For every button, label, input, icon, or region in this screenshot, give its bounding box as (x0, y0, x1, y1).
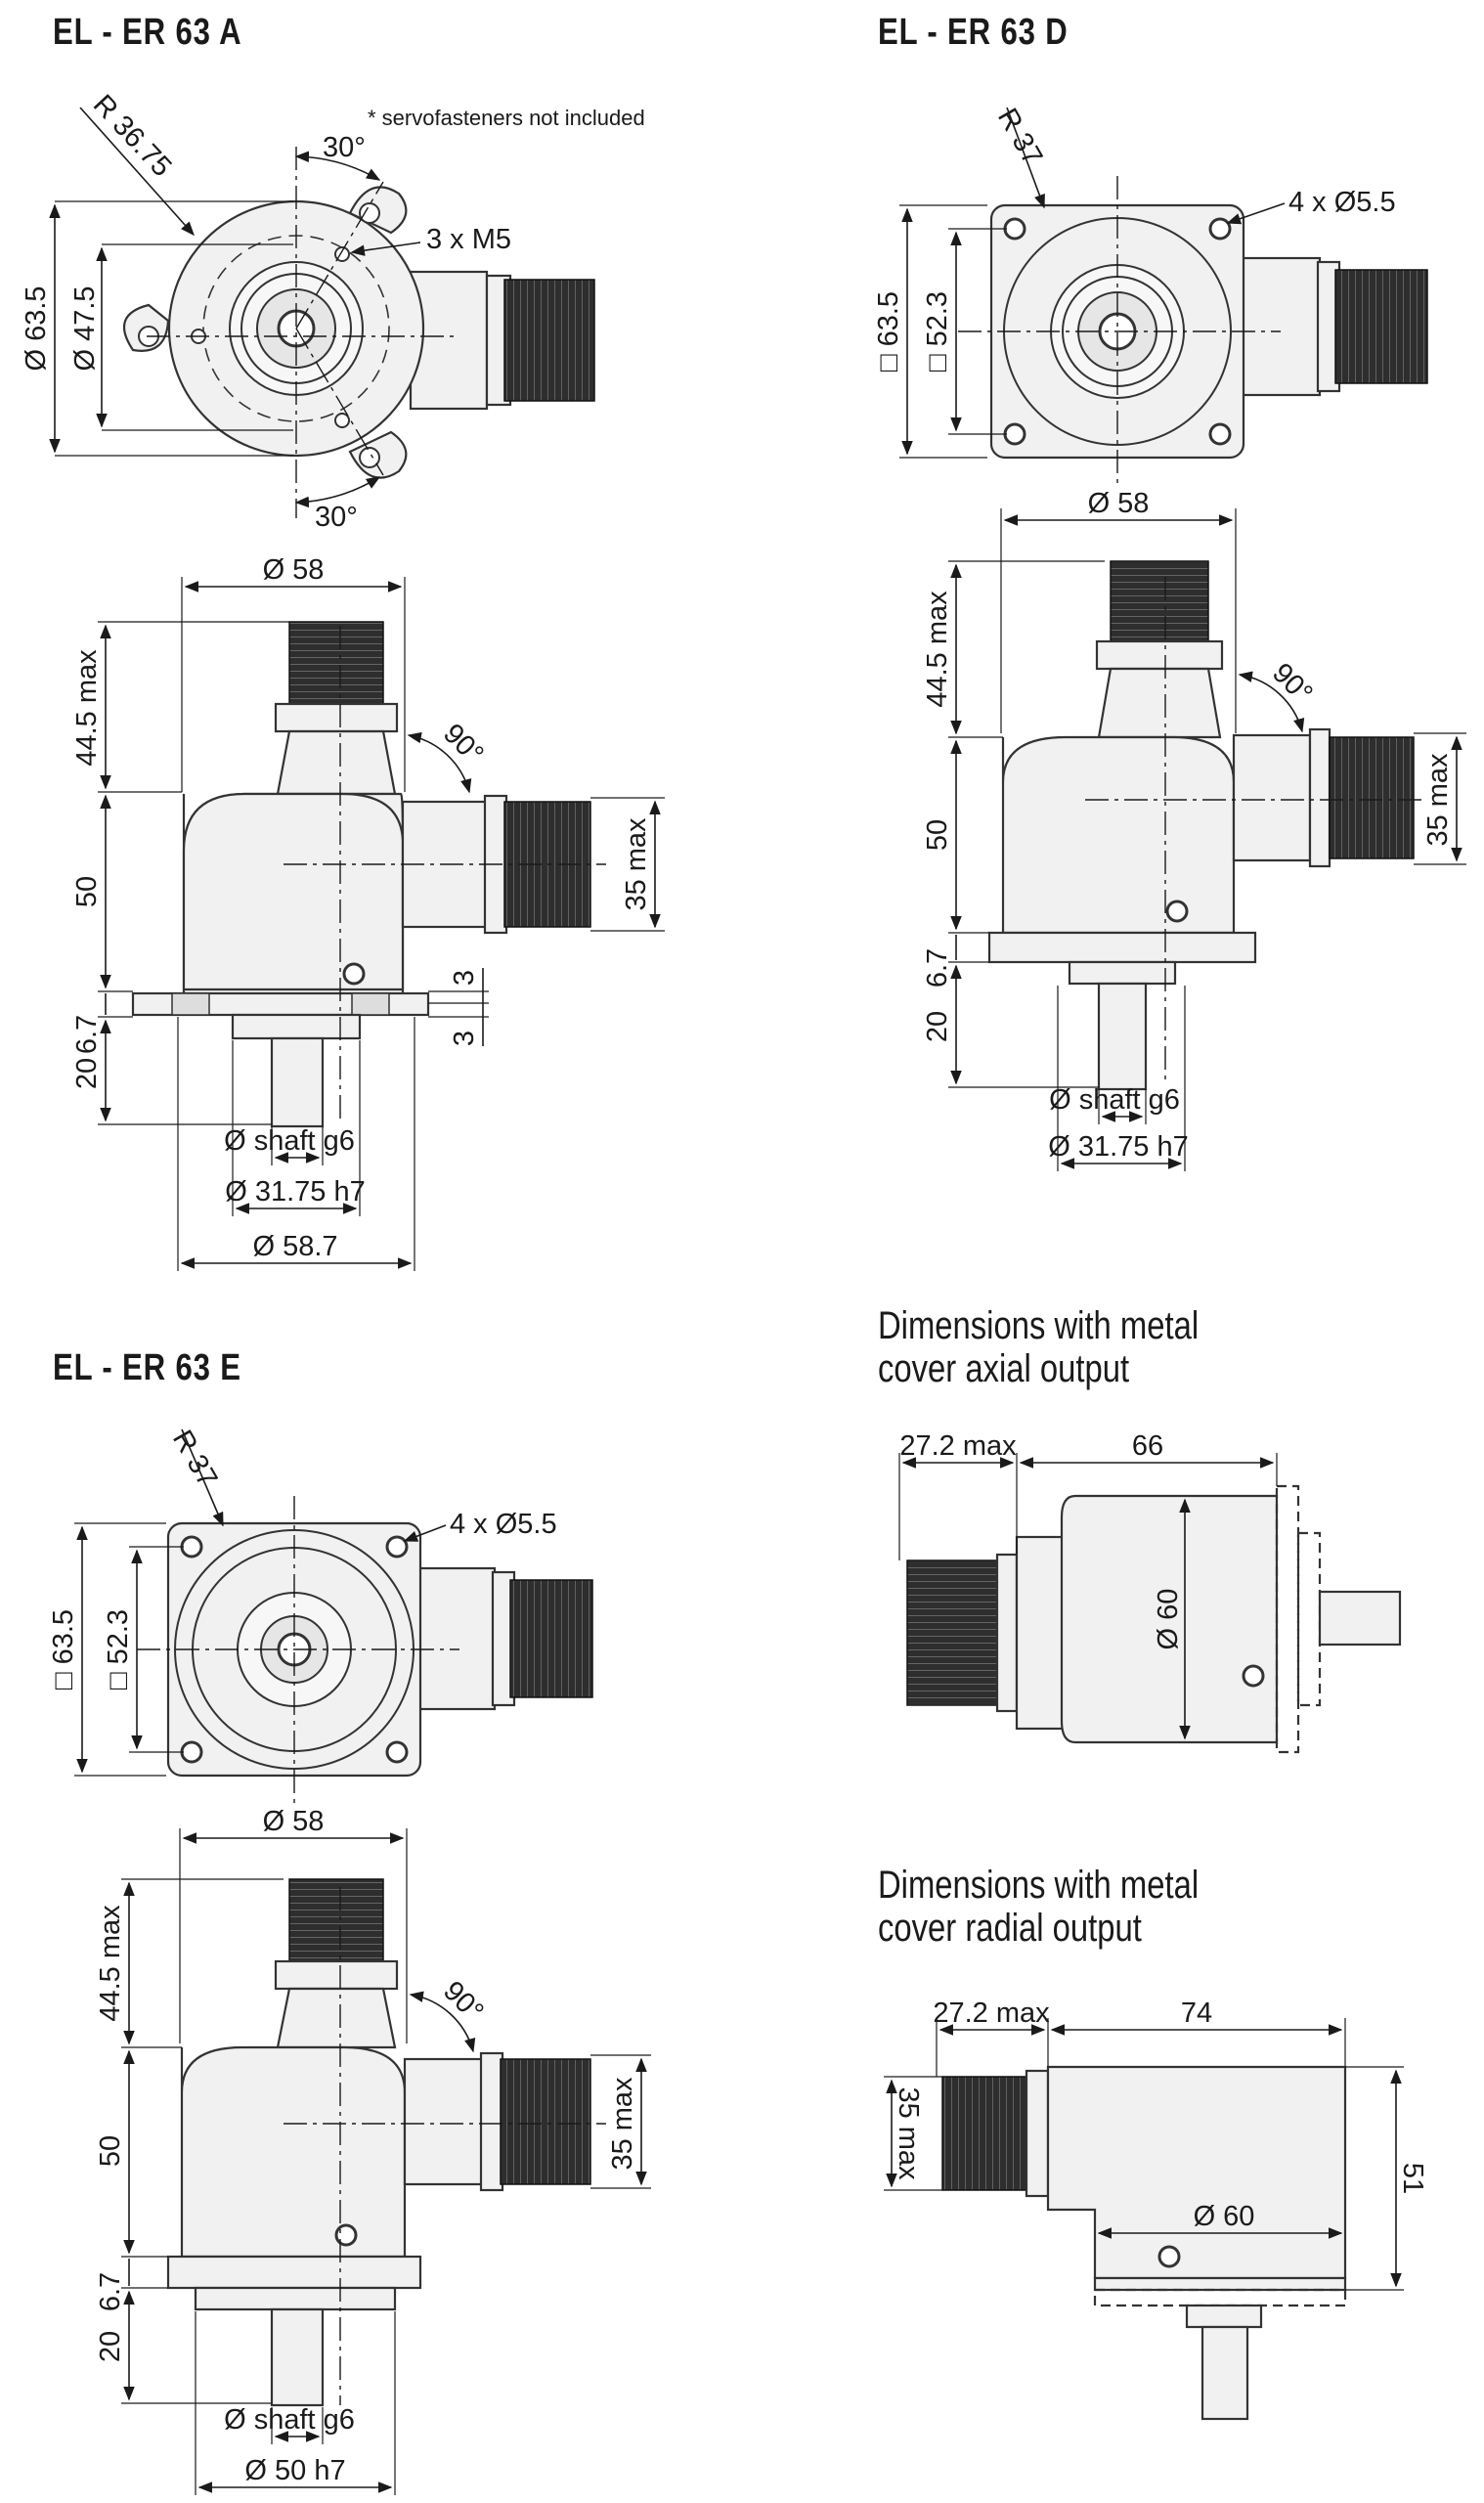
er63e-side-flange-h: 6.7 (95, 2272, 126, 2311)
er63a-dia-outer: Ø 63.5 (21, 285, 52, 371)
er63e-side-connector (500, 2058, 591, 2185)
er63d-side-height-body: 50 (922, 819, 953, 851)
er63e-radius: R 37 (166, 1426, 223, 1493)
heading-radial-line2: cover radial output (878, 1907, 1142, 1950)
er63d-side-body (1001, 735, 1236, 935)
er63e-top-connector (288, 1878, 384, 1970)
er63e-side-body (180, 2045, 407, 2259)
heading-er63e: EL - ER 63 E (53, 1347, 241, 1388)
er63a-top-connector (274, 621, 399, 796)
axial-body (1060, 1494, 1279, 1744)
axial-dia: Ø 60 (1153, 1589, 1184, 1650)
heading-er63a: EL - ER 63 A (53, 12, 242, 53)
er63d-square-inner: □ 52.3 (922, 291, 953, 372)
er63d-side-angle: 90° (1266, 657, 1319, 710)
er63a-side-view: Ø 58 44.5 max 50 6.7 20 90° 35 max 3 3 (71, 554, 665, 1271)
radial-connector-h: 35 max (893, 2086, 924, 2180)
er63e-side-connector-h: 35 max (607, 2077, 638, 2171)
heading-radial-line1: Dimensions with metal (878, 1864, 1200, 1907)
axial-cover (1275, 1484, 1300, 1754)
er63e-square-inner: □ 52.3 (103, 1609, 134, 1690)
er63d-side-height-connector: 44.5 max (922, 591, 953, 708)
er63a-side-connector-h: 35 max (621, 817, 652, 911)
er63d-side-shaft-dia: Ø shaft g6 (1049, 1084, 1180, 1116)
er63a-side-angle: 90° (437, 718, 490, 770)
er63e-square-outer: □ 63.5 (48, 1609, 79, 1690)
er63a-front-view: Ø 63.5 Ø 47.5 R 36.75 30° 30° 3 x M5 * s… (21, 89, 645, 533)
er63e-side-flange (166, 2255, 422, 2290)
er63d-square-outer: □ 63.5 (873, 291, 904, 372)
er63d-side-shaft-len: 20 (922, 1011, 953, 1042)
er63a-side-step-bottom: 3 (449, 1031, 480, 1046)
er63a-side-flange-dia: Ø 58.7 (252, 1231, 337, 1262)
er63e-side-shaft (270, 2307, 325, 2407)
radial-body (1046, 2065, 1347, 2280)
er63a-side-shaft-len: 20 (71, 1058, 103, 1089)
er63a-side-dia-body: Ø 58 (263, 554, 325, 586)
er63e-front-view: □ 63.5 □ 52.3 R 37 4 x Ø5.5 (48, 1426, 593, 1809)
er63d-holes: 4 x Ø5.5 (1288, 187, 1396, 218)
er63a-side-shaft-dia: Ø shaft g6 (224, 1125, 355, 1157)
er63a-dia-inner: Ø 47.5 (69, 285, 101, 371)
er63d-front-connector (1334, 269, 1428, 384)
er63d-side-view: Ø 58 44.5 max 50 6.7 20 90° 35 max Ø sha… (922, 488, 1466, 1171)
radial-connector-len: 27.2 max (933, 1998, 1050, 2029)
er63d-side-shaft (1097, 982, 1148, 1091)
er63e-side-angle: 90° (437, 1975, 490, 2028)
er63e-side-spigot: Ø 50 h7 (244, 2455, 345, 2486)
heading-axial: Dimensions with metal cover axial output (878, 1304, 1199, 1390)
er63a-side-height-connector: 44.5 max (71, 649, 103, 767)
er63d-radius: R 37 (991, 104, 1048, 171)
axial-length: 66 (1132, 1430, 1163, 1462)
er63a-angle-top: 30° (323, 132, 366, 163)
er63d-side-spigot: Ø 31.75 h7 (1048, 1131, 1189, 1163)
er63d-top-connector (1110, 560, 1209, 650)
axial-connector (906, 1559, 1000, 1706)
er63a-front-connector (409, 270, 595, 411)
er63e-side-height-connector: 44.5 max (95, 1905, 126, 2022)
er63a-radius: R 36.75 (87, 89, 178, 183)
axial-view: 27.2 max 66 Ø 60 (898, 1430, 1402, 1754)
radial-view: 27.2 max 74 35 max 51 Ø 60 (884, 1998, 1428, 2421)
radial-shaft (1200, 2325, 1249, 2421)
radial-cover (1093, 2288, 1347, 2307)
er63a-side-spigot: Ø 31.75 h7 (225, 1176, 366, 1208)
er63e-holes: 4 x Ø5.5 (450, 1509, 557, 1540)
er63d-side-dia-body: Ø 58 (1088, 488, 1150, 519)
er63a-thread: 3 x M5 (426, 224, 511, 255)
er63a-servo-clamps (123, 186, 408, 479)
er63a-side-body (182, 792, 405, 991)
er63a-side-step-top: 3 (449, 970, 480, 986)
heading-radial: Dimensions with metal cover radial outpu… (878, 1864, 1199, 1950)
er63a-side-flange-h: 6.7 (71, 1015, 103, 1054)
heading-er63d: EL - ER 63 D (878, 12, 1069, 53)
servo-note: * servofasteners not included (368, 106, 645, 130)
er63e-side-shaft-len: 20 (95, 2331, 126, 2362)
er63d-front-view: □ 63.5 □ 52.3 R 37 4 x Ø5.5 (873, 104, 1428, 489)
er63e-side-height-body: 50 (95, 2135, 126, 2167)
er63d-side-connector (1329, 736, 1415, 859)
axial-shaft (1318, 1590, 1402, 1647)
radial-connector (941, 2076, 1029, 2191)
er63e-side-dia-body: Ø 58 (263, 1806, 325, 1837)
er63e-front-connector (509, 1579, 593, 1698)
er63d-side-flange (987, 931, 1257, 964)
er63a-side-height-body: 50 (71, 876, 103, 907)
radial-dia: Ø 60 (1194, 2201, 1255, 2232)
er63a-side-shaft (270, 1036, 325, 1128)
er63e-side-view: Ø 58 44.5 max 50 6.7 20 90° 35 max Ø sha… (95, 1806, 651, 2495)
er63d-side-connector-h: 35 max (1422, 753, 1454, 847)
axial-connector-len: 27.2 max (899, 1430, 1017, 1462)
heading-axial-line1: Dimensions with metal (878, 1304, 1200, 1347)
radial-height: 51 (1397, 2163, 1428, 2194)
er63d-side-flange-h: 6.7 (922, 948, 953, 988)
radial-length: 74 (1181, 1998, 1212, 2029)
er63e-side-shaft-dia: Ø shaft g6 (224, 2404, 355, 2436)
er63a-angle-bottom: 30° (315, 502, 358, 533)
heading-axial-line2: cover axial output (878, 1347, 1130, 1390)
